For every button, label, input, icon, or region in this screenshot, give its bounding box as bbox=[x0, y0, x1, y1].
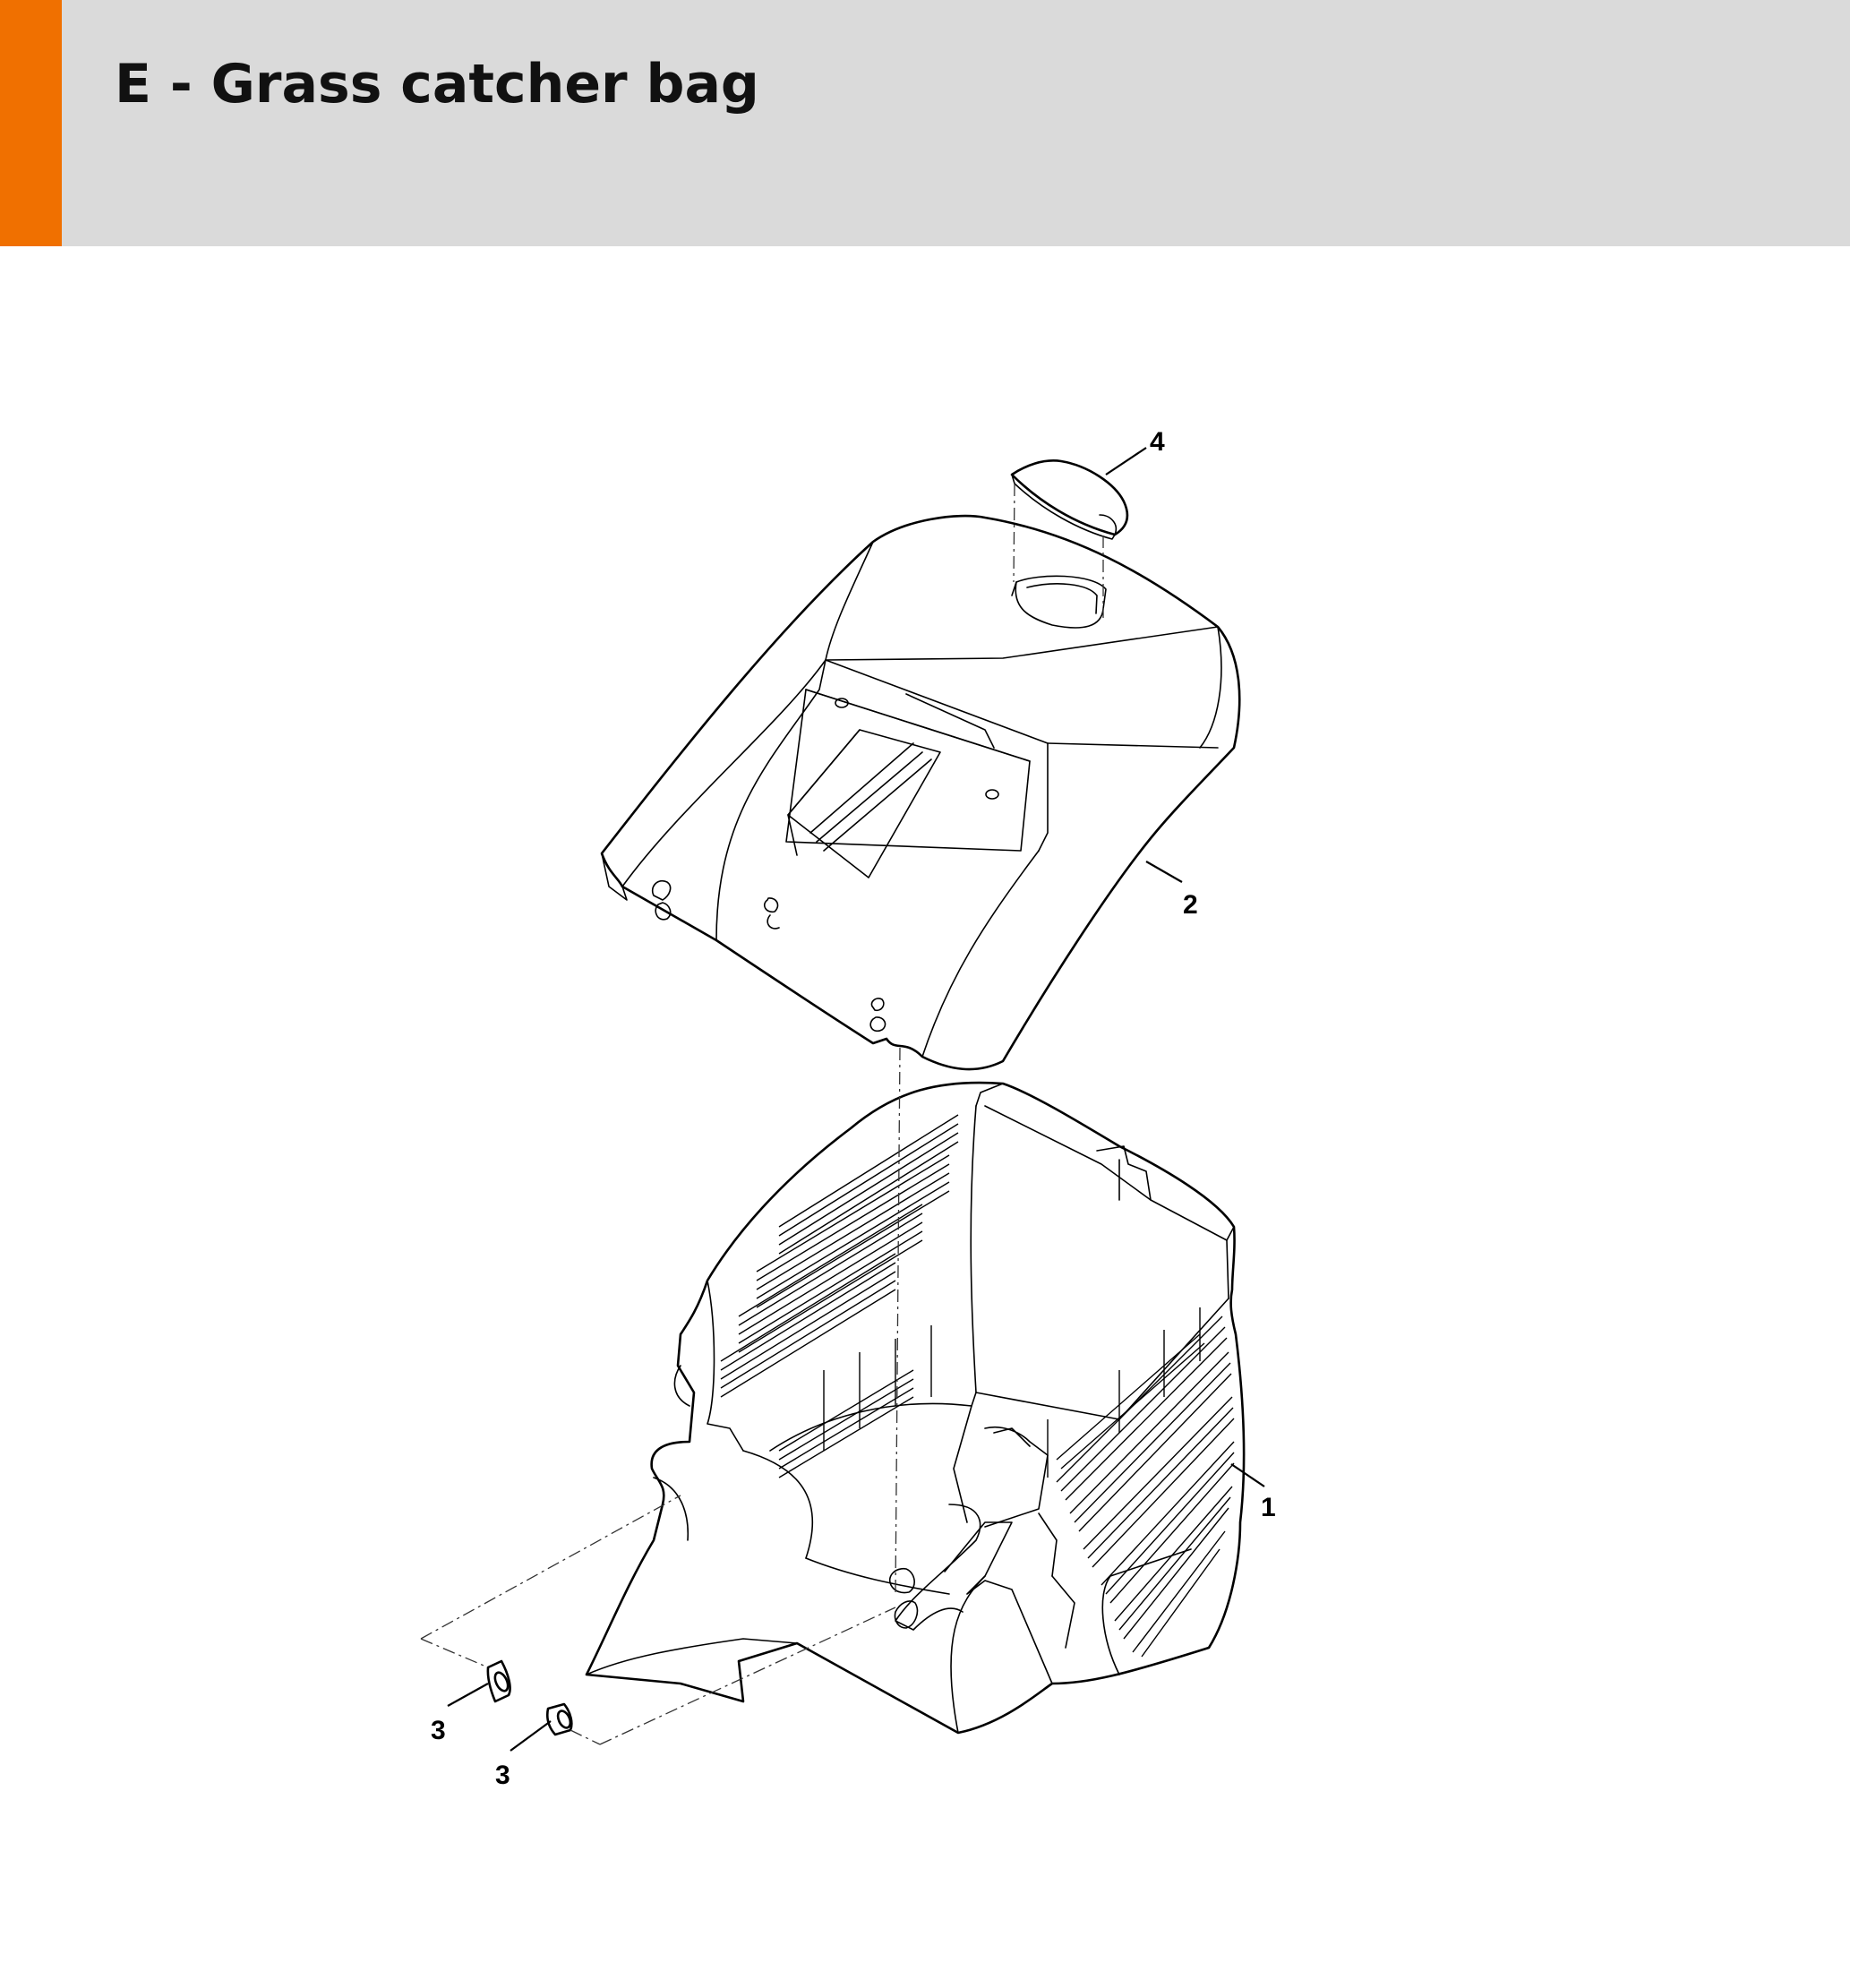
callout-4: 4 bbox=[1150, 427, 1165, 457]
vent-slots-left bbox=[720, 1114, 959, 1478]
page-title: E - Grass catcher bag bbox=[115, 53, 759, 116]
handle-cap-part bbox=[1010, 459, 1129, 540]
assembly-dash-lines bbox=[420, 483, 1104, 1745]
pin-part-upper bbox=[486, 1659, 511, 1703]
catcher-lid-part bbox=[600, 514, 1241, 1071]
accent-bar bbox=[0, 0, 62, 246]
page-header: E - Grass catcher bag bbox=[0, 0, 1850, 246]
callout-3-left: 3 bbox=[431, 1716, 446, 1745]
callout-2: 2 bbox=[1183, 890, 1198, 920]
leader-lines bbox=[447, 447, 1265, 1752]
pin-part-lower bbox=[545, 1702, 573, 1736]
callout-3-right: 3 bbox=[495, 1761, 510, 1790]
callout-1: 1 bbox=[1261, 1493, 1276, 1522]
vent-slots-right bbox=[1047, 1307, 1235, 1658]
grass-catcher-bag-part bbox=[585, 1081, 1246, 1735]
